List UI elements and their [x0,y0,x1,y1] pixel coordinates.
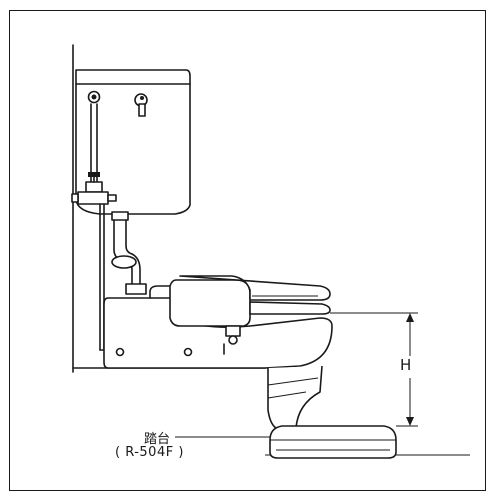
pedestal-line-1 [267,377,319,386]
step-label: 踏台 [144,432,171,447]
height-label: H [400,356,412,374]
pedestal-line-2 [267,391,307,399]
stop-valve-icon [71,172,117,205]
hinge-cap [228,335,238,345]
step-platform [269,425,397,459]
pipe-elbow [111,255,137,269]
seat-hinge [225,325,241,337]
arrow-down-icon [406,417,414,426]
flush-pipe-left [113,219,133,291]
bowl-upper-join [149,285,173,299]
supply-inlet-icon [87,90,101,104]
tank-outlet-coupling [111,211,129,221]
bowl-bolt-right [183,347,193,357]
flush-lever-icon [134,93,148,117]
step-model-label: ( R-504F ) [115,445,184,460]
toilet-seat [249,301,331,315]
pipe-base-coupling [125,283,147,295]
flush-pipe-right [125,219,141,291]
arrow-up-icon [406,313,414,322]
bowl-bolt-left [115,347,125,357]
seat-cover-base [169,279,251,327]
diagram-border [9,10,486,491]
toilet-tank [75,69,191,215]
toilet-lid [179,275,331,301]
